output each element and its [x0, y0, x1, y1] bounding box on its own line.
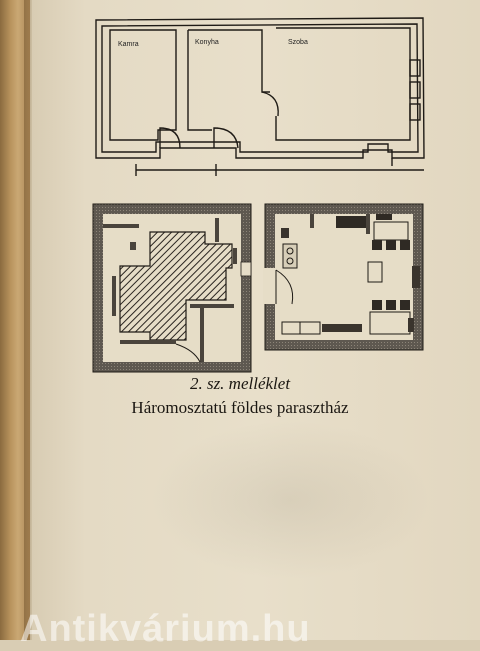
plan-furnished	[263, 203, 424, 351]
plan-hatched	[92, 203, 252, 373]
room-label-konyha: Konyha	[195, 39, 219, 46]
show-through	[150, 420, 430, 580]
figure-title: Háromosztatú földes parasztház	[131, 398, 349, 417]
appendix-number: 2. sz. melléklet	[189, 374, 291, 393]
room-label-kamra: Kamra	[118, 41, 139, 48]
watermark-logo: Antikvárium.hu	[20, 608, 311, 650]
plan-outline	[95, 17, 425, 176]
spine-shadow	[24, 0, 34, 640]
room-label-szoba: Szoba	[288, 39, 308, 46]
room-labels: Kamra Konyha Szoba	[118, 39, 308, 48]
